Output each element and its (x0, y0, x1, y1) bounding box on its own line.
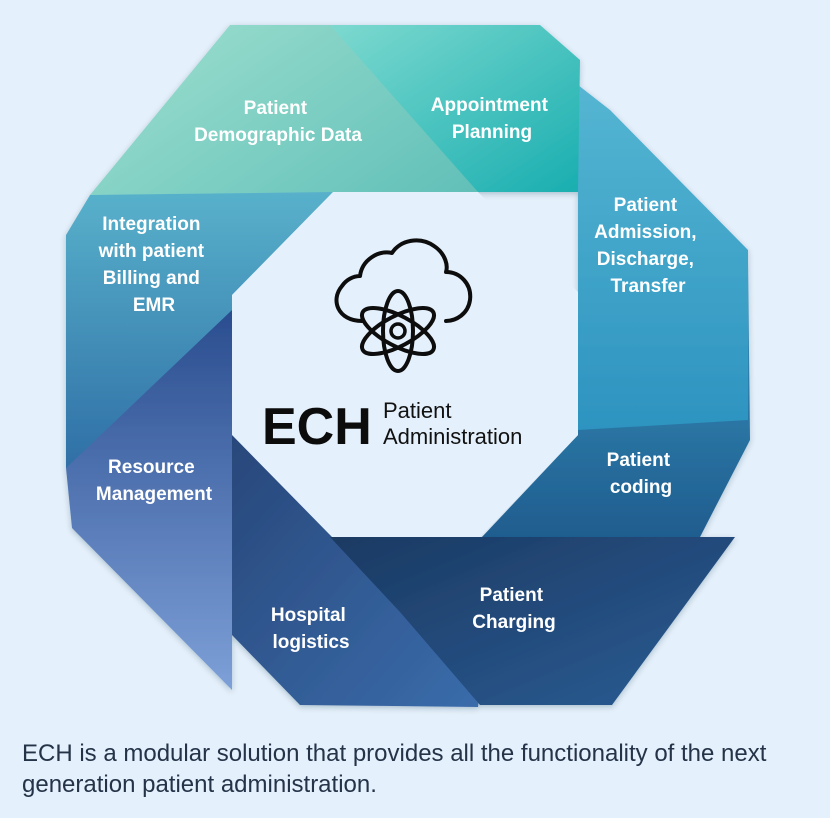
label-patient-admission: Patient Admission, Discharge, Transfer (594, 195, 702, 297)
label-resource-management: Resource Management (96, 457, 213, 505)
segment-integration[interactable] (66, 192, 333, 468)
segment-hospital-logistics[interactable] (232, 432, 480, 707)
logo-subtitle-line2: Administration (383, 424, 522, 449)
octagon-ring (66, 25, 750, 707)
label-demographic-data: Patient Demographic Data (194, 98, 362, 146)
label-appointment-planning: Appointment Planning (431, 95, 553, 143)
segment-resource-management[interactable] (66, 310, 232, 690)
segment-patient-charging[interactable] (330, 537, 735, 705)
caption-text: ECH is a modular solution that provides … (22, 740, 767, 798)
label-integration: Integration with patient Billing and EMR (98, 214, 210, 316)
logo-subtitle-line1: Patient (383, 398, 452, 423)
ech-modules-diagram: ECH Patient Administration Appointment P… (66, 25, 750, 707)
label-patient-charging: Patient Charging (472, 585, 555, 633)
segment-appointment-planning[interactable] (330, 25, 580, 192)
cloud-atom-icon (334, 238, 473, 373)
logo-ech-text: ECH (262, 398, 372, 456)
label-patient-coding: Patient coding (607, 450, 676, 498)
label-hospital-logistics: Hospital logistics (271, 605, 351, 653)
segment-patient-admission[interactable] (578, 85, 748, 430)
